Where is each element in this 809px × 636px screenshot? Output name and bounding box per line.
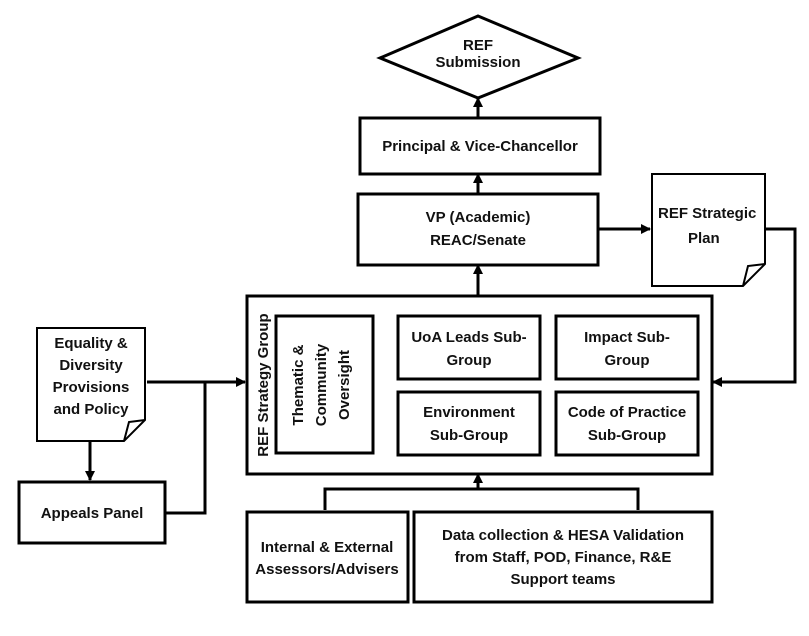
code-line-1: Code of Practice (568, 404, 686, 421)
data-line-1: Data collection & HESA Validation (442, 527, 684, 544)
equality-line-1: Equality & (54, 335, 128, 352)
line-appeals-to-strategy (165, 382, 207, 515)
arrow-teams-to-strategy (323, 487, 640, 510)
impact-line-1: Impact Sub- (584, 329, 670, 346)
assessors-line-2: Assessors/Advisers (255, 561, 398, 578)
uoa-leads-node: UoA Leads Sub- Group (396, 314, 542, 381)
environment-line-2: Sub-Group (430, 427, 508, 444)
ref-strategic-plan-node: REF Strategic Plan (651, 173, 766, 287)
uoa-line-2: Group (447, 352, 492, 369)
thematic-node: Thematic & Community Oversight (274, 314, 375, 455)
appeals-panel-node: Appeals Panel (17, 480, 167, 545)
data-line-3: Support teams (510, 571, 615, 588)
thematic-line-1: Thematic & (290, 344, 307, 425)
appeals-label: Appeals Panel (41, 505, 144, 522)
equality-line-2: Diversity (59, 357, 123, 374)
thematic-line-2: Community (313, 343, 330, 426)
uoa-line-1: UoA Leads Sub- (411, 329, 526, 346)
data-line-2: from Staff, POD, Finance, R&E (455, 549, 672, 566)
impact-node: Impact Sub- Group (554, 314, 700, 381)
submission-line-2: Submission (435, 54, 520, 71)
environment-node: Environment Sub-Group (396, 390, 542, 457)
vp-line-1: VP (Academic) (426, 209, 531, 226)
connectors (85, 97, 797, 515)
code-line-2: Sub-Group (588, 427, 666, 444)
principal-label: Principal & Vice-Chancellor (382, 138, 578, 155)
vp-node: VP (Academic) REAC/Senate (356, 192, 600, 267)
code-of-practice-node: Code of Practice Sub-Group (554, 390, 700, 457)
arrow-plan-to-strategy (712, 227, 797, 387)
equality-line-3: Provisions (53, 379, 130, 396)
principal-node: Principal & Vice-Chancellor (358, 116, 602, 176)
impact-line-2: Group (605, 352, 650, 369)
environment-line-1: Environment (423, 404, 515, 421)
strategy-group-label: REF Strategy Group (255, 313, 272, 456)
assessors-node: Internal & External Assessors/Advisers (245, 510, 410, 604)
thematic-line-3: Oversight (336, 350, 353, 420)
vp-line-2: REAC/Senate (430, 232, 526, 249)
assessors-line-1: Internal & External (261, 539, 394, 556)
data-collection-node: Data collection & HESA Validation from S… (412, 510, 714, 604)
ref-submission-node: REF Submission (376, 14, 582, 100)
plan-line-1: REF Strategic (658, 205, 756, 222)
plan-line-2: Plan (688, 230, 720, 247)
submission-line-1: REF (463, 37, 493, 54)
equality-line-4: and Policy (53, 401, 129, 418)
equality-diversity-node: Equality & Diversity Provisions and Poli… (36, 327, 146, 442)
